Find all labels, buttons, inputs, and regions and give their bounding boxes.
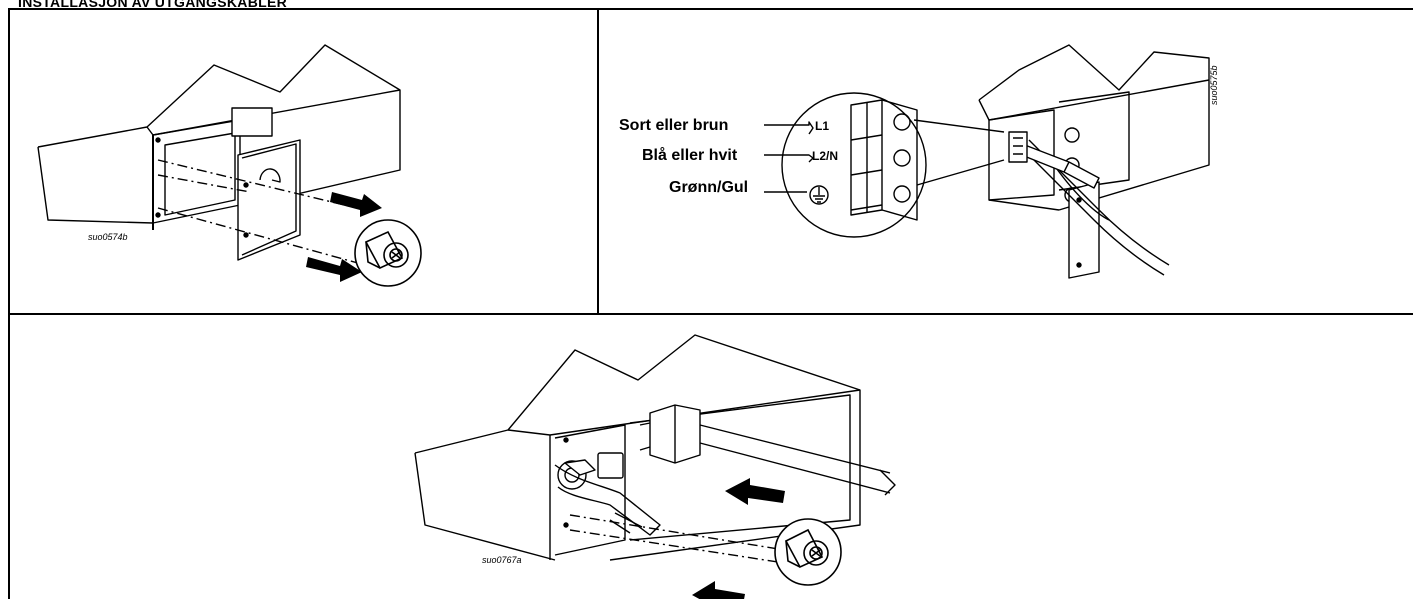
wire-label-2: Blå eller hvit [642, 146, 738, 164]
panel-install-output-cable: suo0767a [10, 315, 1413, 599]
wire-connection-illustration: Sort eller brun Blå eller hvit Grønn/Gul… [619, 44, 1219, 279]
figure-code-label: suo0767a [482, 555, 522, 565]
terminal-label-1: L1 [815, 119, 829, 133]
panel-remove-cover: suo0574b [10, 10, 597, 313]
figure-grid [8, 8, 1413, 599]
terminal-label-2: L2/N [812, 149, 838, 163]
figure-code-label: suo0574b [88, 232, 128, 242]
wire-label-1: Sort eller brun [619, 117, 728, 134]
grid-divider-vertical [597, 8, 599, 315]
remove-cover-illustration: suo0574b [37, 44, 422, 287]
install-output-cable-illustration: suo0767a [414, 334, 896, 599]
panel-wire-connection: Sort eller brun Blå eller hvit Grønn/Gul… [599, 10, 1413, 313]
document-heading: INSTALLASJON AV UTGANGSKABLER [18, 0, 287, 10]
wire-label-3: Grønn/Gul [669, 179, 748, 196]
figure-code-label: suo0575b [1209, 65, 1219, 105]
grid-divider-horizontal [8, 313, 1413, 315]
